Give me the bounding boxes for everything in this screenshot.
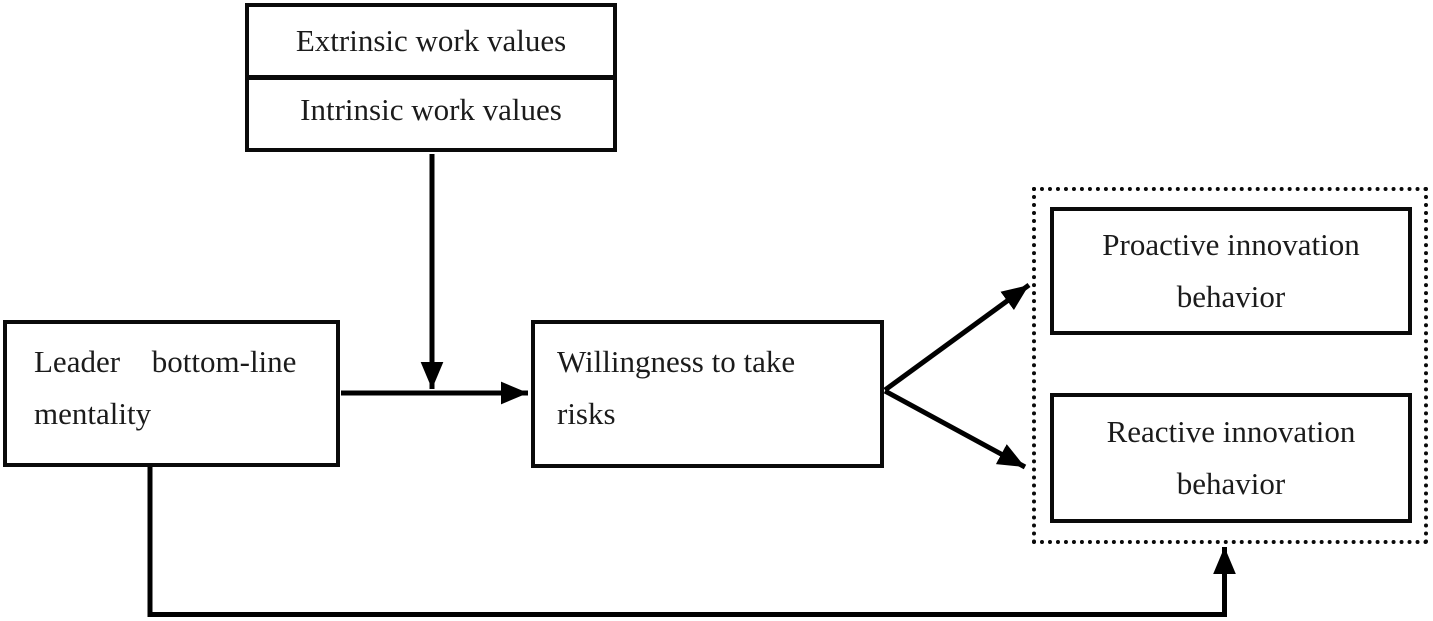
leader-direct-to-outcomes-arrow	[147, 465, 1236, 617]
intrinsic-work-values-label: Intrinsic work values	[300, 92, 562, 127]
willingness-label-line1: Willingness to take	[557, 344, 796, 379]
innovation-behavior-group: Proactive innovation behavior Reactive i…	[1032, 187, 1428, 544]
willingness-to-proactive-arrow	[883, 282, 1031, 393]
reactive-label-line1: Reactive innovation	[1106, 414, 1356, 449]
proactive-label-line1: Proactive innovation	[1102, 227, 1360, 262]
willingness-to-take-risks-box: Willingness to take risks	[531, 320, 884, 468]
leader-label-line1: Leader bottom-line	[34, 344, 297, 379]
proactive-label-line2: behavior	[1176, 279, 1286, 314]
extrinsic-work-values-label: Extrinsic work values	[295, 23, 567, 58]
willingness-label-line2: risks	[557, 396, 616, 431]
proactive-innovation-behavior-box: Proactive innovation behavior	[1050, 207, 1412, 335]
reactive-innovation-behavior-box: Reactive innovation behavior	[1050, 393, 1412, 523]
leader-bottom-line-mentality-box: Leader bottom-line mentality	[3, 320, 340, 467]
intrinsic-work-values-cell: Intrinsic work values	[249, 80, 613, 148]
extrinsic-work-values-cell: Extrinsic work values	[249, 7, 613, 75]
reactive-label-line2: behavior	[1176, 466, 1286, 501]
work-values-divider	[249, 75, 613, 80]
willingness-to-reactive-arrow	[883, 388, 1027, 470]
work-values-box: Extrinsic work values Intrinsic work val…	[245, 3, 617, 152]
leader-label-line2: mentality	[34, 396, 152, 431]
